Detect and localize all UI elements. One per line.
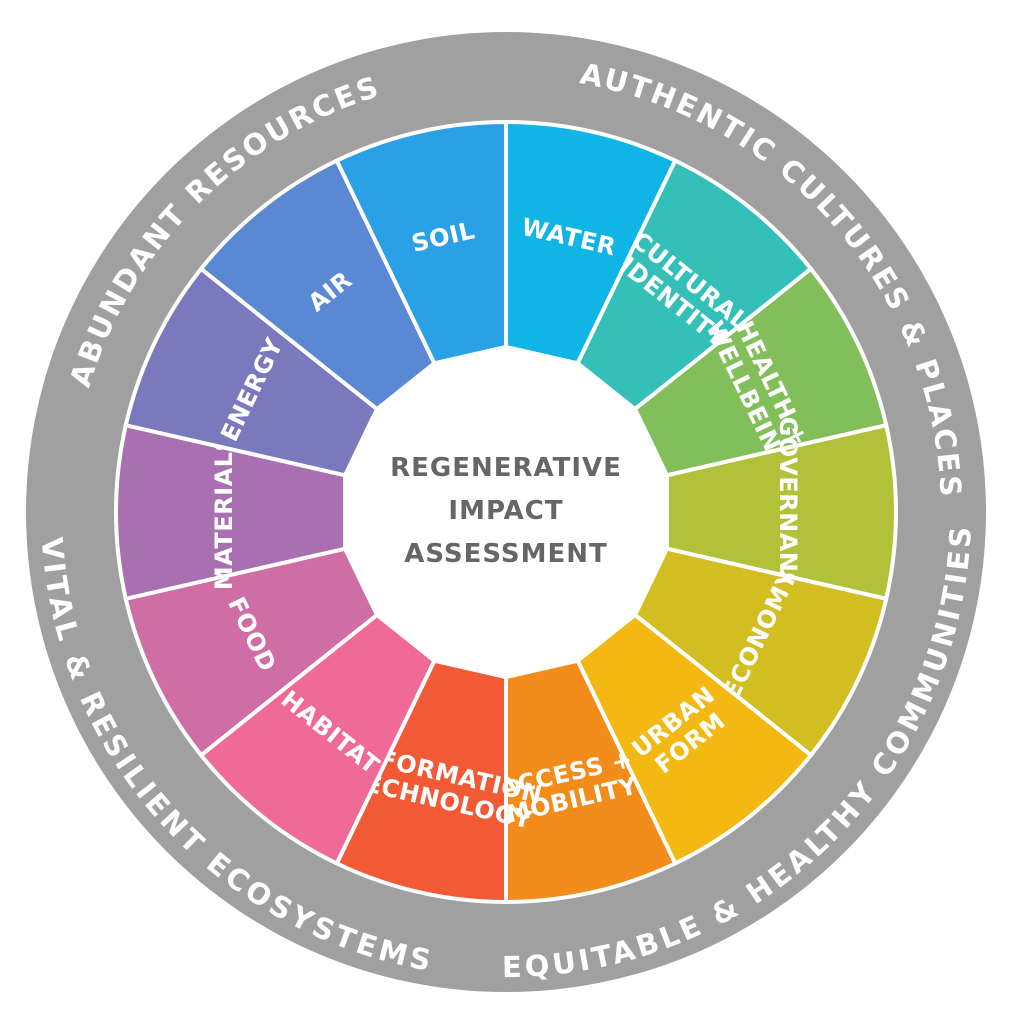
center-title-line-2: IMPACT xyxy=(448,496,563,526)
center-title-line-3: ASSESSMENT xyxy=(404,539,608,569)
center-title-line-1: REGENERATIVE xyxy=(390,453,622,483)
center-disc xyxy=(343,345,669,679)
segment-soil xyxy=(334,119,508,366)
center-title: REGENERATIVE IMPACT ASSESSMENT xyxy=(390,453,622,569)
segment-label-materials: MATERIALS xyxy=(210,434,238,590)
segment-label-line: MATERIALS xyxy=(210,434,238,590)
